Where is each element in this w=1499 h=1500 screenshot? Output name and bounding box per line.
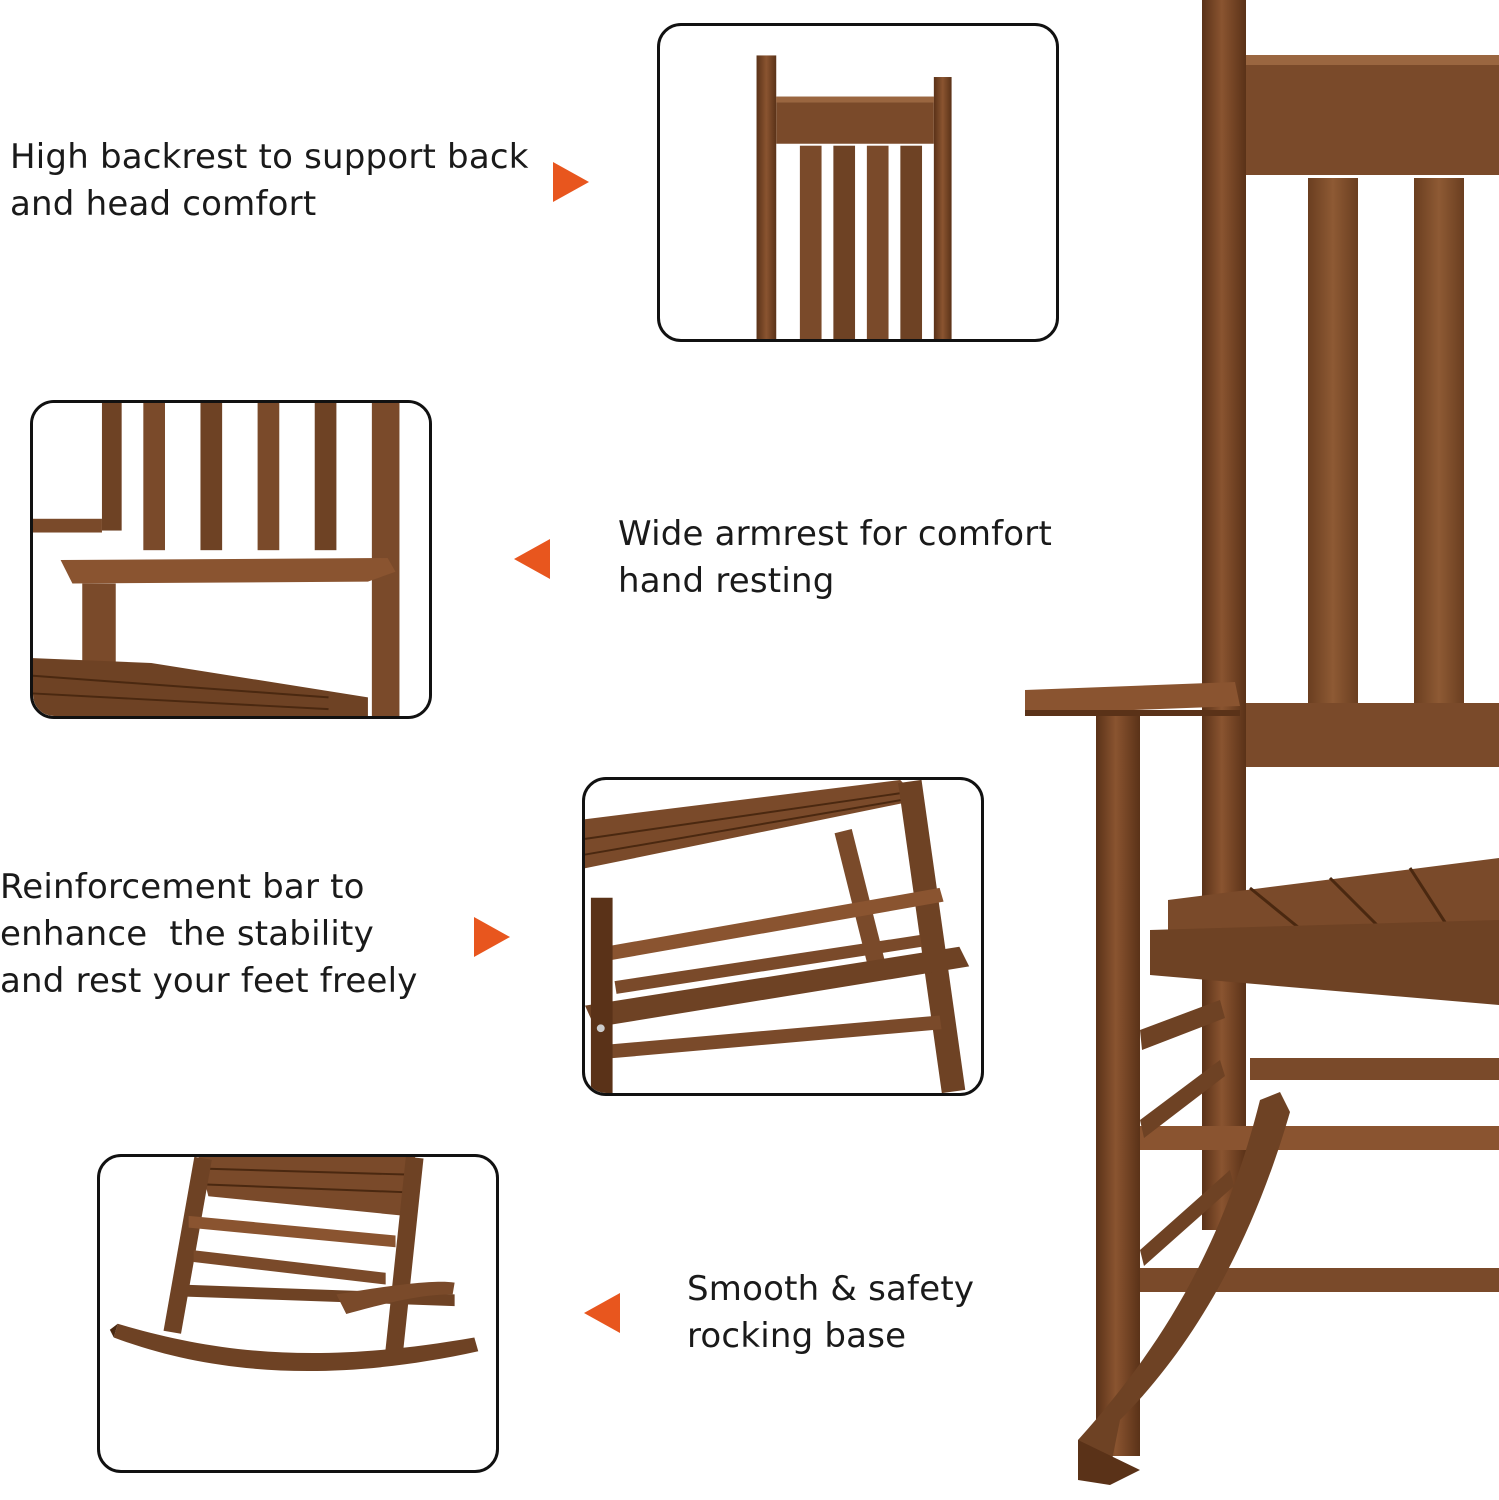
feature-rocking-text: Smooth & safety rocking base [687, 1269, 975, 1356]
feature-reinforcement-text: Reinforcement bar to enhance the stabili… [0, 867, 418, 1001]
feature-armrest-text: Wide armrest for comfort hand resting [618, 514, 1053, 601]
rocking-base-detail-photo [97, 1154, 499, 1473]
reinforcement-detail-photo [582, 777, 984, 1096]
backrest-detail-photo [657, 23, 1059, 342]
triangle-left-icon [514, 539, 550, 579]
armrest-detail-photo [30, 400, 432, 719]
triangle-right-icon [553, 162, 589, 202]
feature-backrest-text: High backrest to support back and head c… [10, 137, 529, 224]
triangle-right-icon [474, 917, 510, 957]
rocking-chair-main-photo [1020, 0, 1499, 1500]
triangle-left-icon [584, 1293, 620, 1333]
